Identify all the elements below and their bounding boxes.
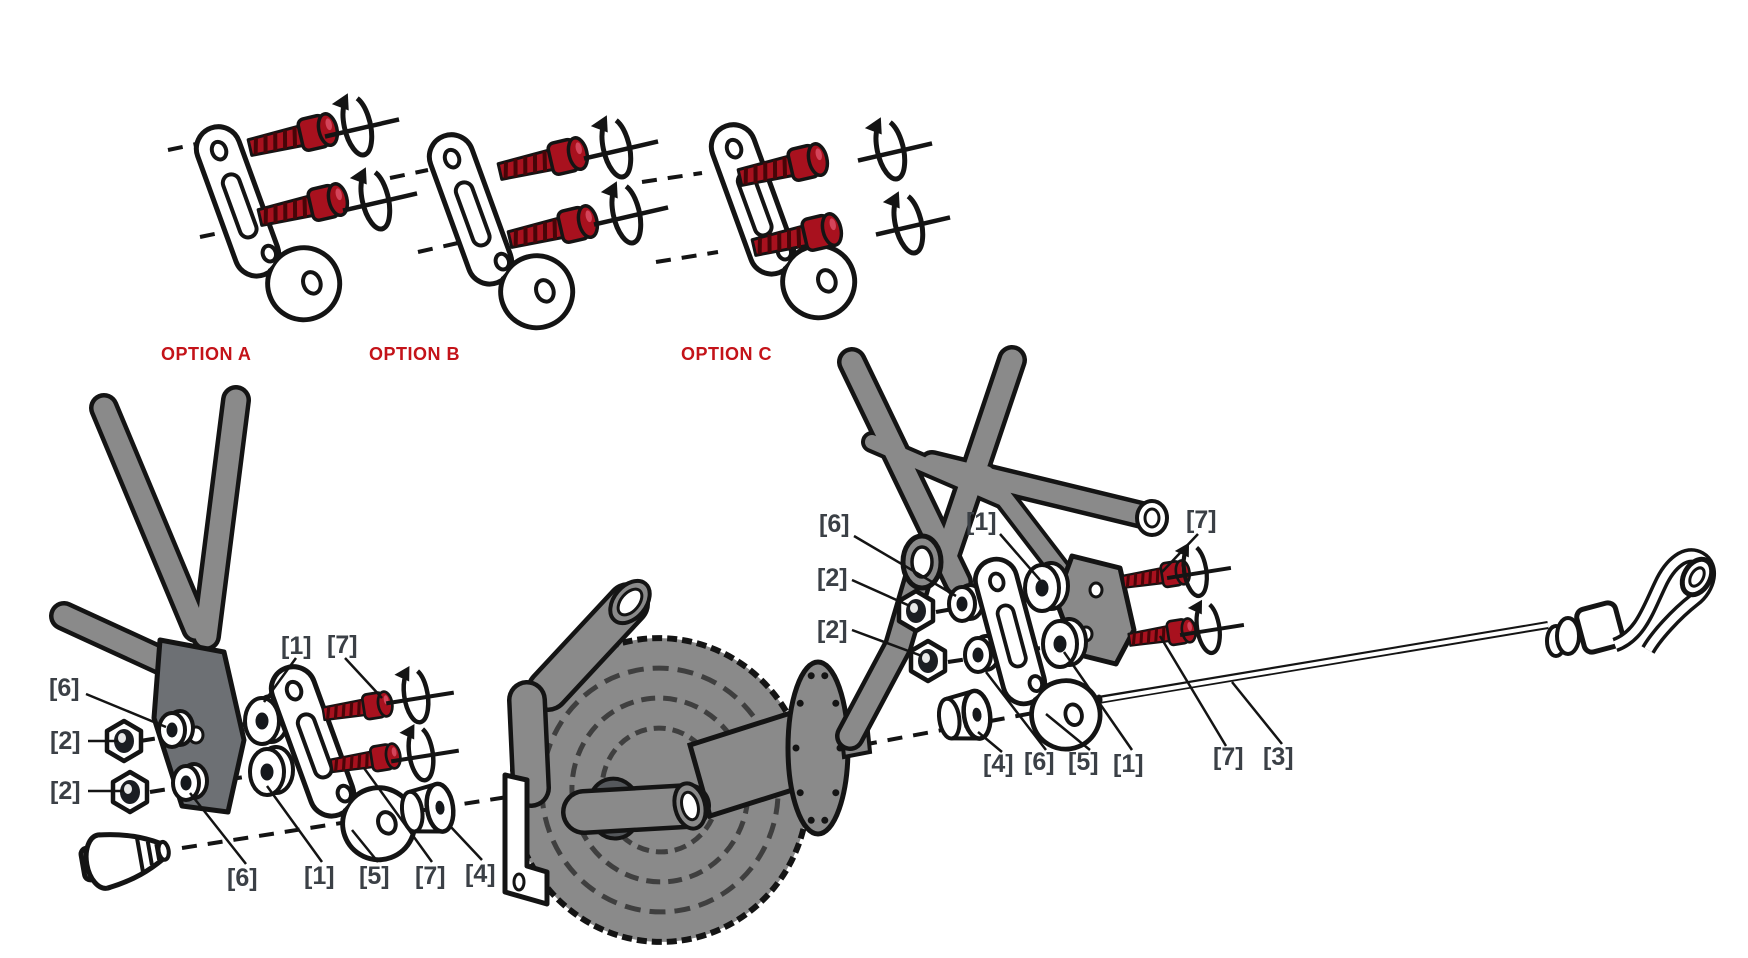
- part-label-7: [7]: [1186, 506, 1217, 534]
- option-c-assembly: [705, 102, 956, 335]
- part-label-1: [1]: [1113, 750, 1144, 778]
- small-washer: [157, 709, 195, 749]
- spoke-holes: [792, 672, 844, 824]
- part-label-1: [1]: [281, 632, 312, 660]
- part-label-2: [2]: [817, 616, 848, 644]
- part-label-6: [6]: [1024, 748, 1055, 776]
- part-label-1: [1]: [966, 508, 997, 536]
- part-label-5: [5]: [359, 862, 390, 890]
- flange-nut: [911, 641, 945, 681]
- option-a-label: OPTION A: [161, 344, 252, 364]
- spacer: [936, 689, 993, 744]
- frame-left: [49, 385, 251, 815]
- part-label-2: [2]: [50, 727, 81, 755]
- part-label-4: [4]: [465, 860, 496, 888]
- quick-release-lever: [1545, 548, 1716, 658]
- large-washer: [1041, 617, 1088, 669]
- part-label-6: [6]: [49, 674, 80, 702]
- rotation-arrow-icon: [381, 660, 458, 727]
- option-a-assembly: [190, 83, 423, 336]
- flange-nut: [899, 591, 933, 631]
- option-c-label: OPTION C: [681, 344, 773, 364]
- option-b-label: OPTION B: [369, 344, 461, 364]
- leader-lines: [85, 533, 1283, 865]
- part-label-6: [6]: [819, 510, 850, 538]
- part-label-7: [7]: [415, 862, 446, 890]
- large-washer: [248, 745, 295, 797]
- part-label-2: [2]: [50, 777, 81, 805]
- red-bolt: [320, 689, 396, 728]
- part-label-1: [1]: [304, 862, 335, 890]
- skewer-end-cap: [78, 832, 171, 891]
- part-label-2: [2]: [817, 564, 848, 592]
- part-label-3: [3]: [1263, 743, 1294, 771]
- part-label-7: [7]: [1213, 743, 1244, 771]
- option-b-assembly: [423, 105, 674, 344]
- part-label-7: [7]: [327, 631, 358, 659]
- part-label-6: [6]: [227, 864, 258, 892]
- part-label-4: [4]: [983, 750, 1014, 778]
- part-label-5: [5]: [1068, 748, 1099, 776]
- frame-right: [837, 345, 1169, 667]
